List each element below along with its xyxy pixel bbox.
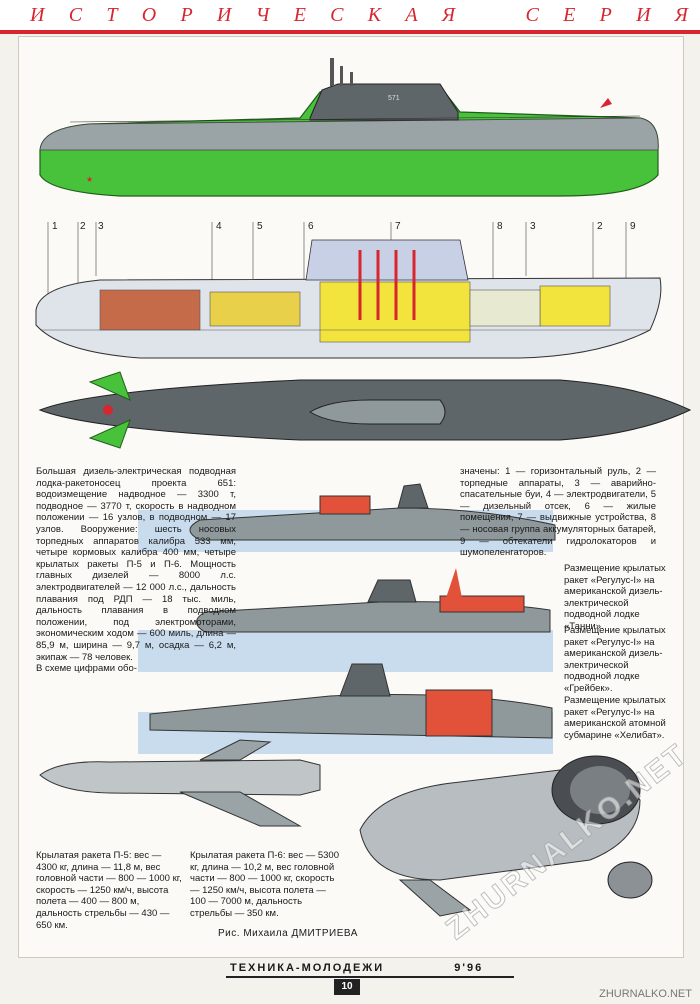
header-letter: Ч — [255, 4, 272, 26]
callout-label: 3 — [530, 221, 536, 232]
header-letter: С — [525, 4, 541, 26]
callout-label: 2 — [597, 221, 603, 232]
header-letter: С — [68, 4, 85, 26]
header-letter: Е — [293, 4, 308, 26]
watermark-corner: ZHURNALKO.NET — [599, 988, 692, 1000]
header-letter: С — [330, 4, 346, 26]
issue-number: 9'96 — [454, 962, 484, 974]
callout-label: 9 — [630, 221, 636, 232]
footer-rule — [226, 976, 514, 978]
callout-label: 4 — [216, 221, 222, 232]
series-header: И С Т О Р И Ч Е С К А Я С Е Р И Я — [0, 0, 700, 34]
submarine-top-view — [38, 371, 692, 449]
caption-grayback: Размещение крылатых ракет «Регулус-I» на… — [564, 625, 666, 694]
caption-tunny: Размещение крылатых ракет «Регулус-I» на… — [564, 563, 666, 632]
submarine-side-profile: ★ — [39, 58, 659, 197]
submarine-grayback — [138, 568, 553, 672]
description-left: Большая дизель-электрическая подводная л… — [36, 466, 236, 675]
description-left-text: Большая дизель-электрическая подводная л… — [36, 466, 236, 663]
missile-p5-caption: Крылатая ракета П-5: вес — 4300 кг, длин… — [36, 850, 182, 931]
header-letter: Е — [563, 4, 578, 26]
svg-text:★: ★ — [86, 175, 93, 184]
header-letter: А — [405, 4, 420, 26]
callout-label: 6 — [308, 221, 314, 232]
page-number: 10 — [334, 979, 360, 995]
submarine-halibut — [138, 663, 553, 754]
description-left-tail: В схеме цифрами обо- — [36, 663, 137, 675]
description-right: значены: 1 — горизонтальный руль, 2 — то… — [460, 466, 656, 559]
magazine-name: ТЕХНИКА-МОЛОДЕЖИ — [230, 962, 385, 974]
callout-label: 8 — [497, 221, 503, 232]
submarine-cutaway — [35, 239, 662, 359]
missile-p6-drawing — [359, 755, 653, 917]
hull-number: 571 — [388, 95, 400, 102]
header-letter: И — [636, 4, 653, 26]
callout-label: 1 — [52, 221, 58, 232]
header-letter: Р — [180, 4, 195, 26]
caption-halibut: Размещение крылатых ракет «Регулус-I» на… — [564, 695, 666, 741]
header-letter: К — [367, 4, 384, 26]
submarine-tunny — [138, 483, 556, 552]
footer-magazine: ТЕХНИКА-МОЛОДЕЖИ 9'96 — [230, 962, 510, 984]
header-letter: Р — [599, 4, 614, 26]
series-title: И С Т О Р И Ч Е С К А Я С Е Р И Я — [30, 4, 690, 27]
description-right-text: значены: 1 — горизонтальный руль, 2 — то… — [460, 466, 656, 559]
callout-label: 7 — [395, 221, 401, 232]
header-letter: И — [30, 4, 47, 26]
header-letter: О — [141, 4, 159, 26]
header-letter: Я — [674, 4, 690, 26]
callout-numbers: 1 2 3 4 5 6 7 8 3 2 9 — [52, 221, 636, 232]
header-letter: И — [216, 4, 234, 26]
illustration-credit: Рис. Михаила ДМИТРИЕВА — [218, 928, 358, 939]
missile-p5-drawing — [39, 739, 321, 827]
callout-label: 5 — [257, 221, 263, 232]
header-letter: Я — [441, 4, 457, 26]
callout-label: 3 — [98, 221, 104, 232]
callout-label: 2 — [80, 221, 86, 232]
missile-p6-caption: Крылатая ракета П-6: вес — 5300 кг, длин… — [190, 850, 339, 919]
header-letter: Т — [106, 4, 120, 26]
